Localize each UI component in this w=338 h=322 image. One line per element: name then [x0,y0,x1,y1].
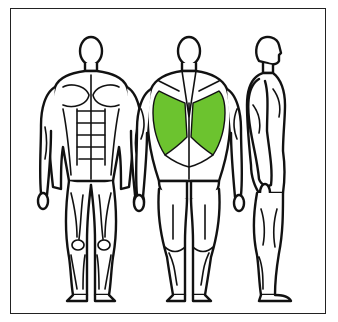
muscle-diagram-panel [10,8,326,314]
side-view-figure [247,37,291,301]
front-view-figure [38,37,144,301]
anatomy-figures [11,9,324,312]
back-view-figure [134,37,244,301]
